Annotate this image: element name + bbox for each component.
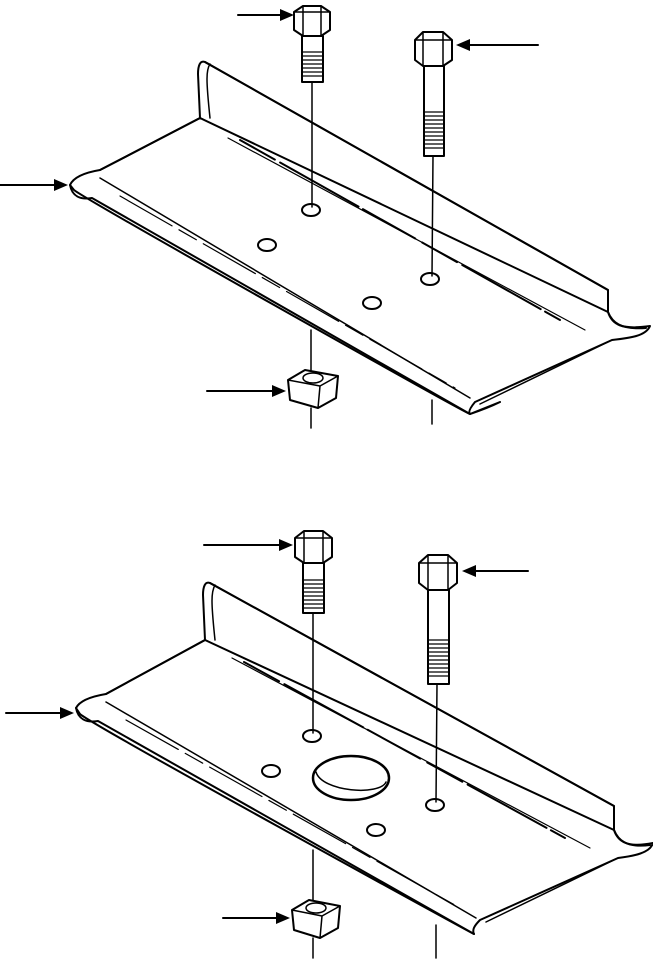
lower-bolt-hole-3 <box>425 798 445 812</box>
lower-arrow-long-bolt <box>462 565 529 577</box>
upper-bolt-hole-1 <box>301 203 321 217</box>
lower-short-bolt-icon <box>294 530 333 614</box>
upper-panel <box>0 5 651 429</box>
lower-arrow-track-shoe <box>5 707 74 719</box>
lower-arrow-short-bolt <box>203 539 293 551</box>
lower-bolt-hole-2 <box>261 764 281 778</box>
upper-arrow-nut <box>206 385 286 397</box>
upper-arrow-short-bolt <box>237 9 294 21</box>
lower-track-shoe <box>75 581 653 935</box>
lower-long-bolt-icon <box>418 554 458 685</box>
lower-long-bolt-leader <box>435 683 438 803</box>
lower-bolt-hole-1 <box>302 729 322 743</box>
upper-long-bolt-leader <box>431 155 434 277</box>
lower-bolt-hole-4 <box>366 823 386 837</box>
lower-center-hole <box>311 754 391 802</box>
upper-arrow-track-shoe <box>0 179 68 191</box>
upper-bolt-hole-3 <box>420 272 440 286</box>
upper-bolt-hole-2 <box>257 238 277 252</box>
upper-track-shoe <box>69 60 651 415</box>
lower-panel <box>5 530 653 959</box>
upper-bolt-hole-4 <box>362 296 382 310</box>
upper-arrow-long-bolt <box>456 39 539 51</box>
upper-short-bolt-icon <box>293 5 331 83</box>
lower-nut-icon <box>291 899 341 939</box>
upper-long-bolt-icon <box>414 31 453 157</box>
lower-arrow-nut <box>222 912 290 924</box>
upper-nut-icon <box>287 369 339 409</box>
